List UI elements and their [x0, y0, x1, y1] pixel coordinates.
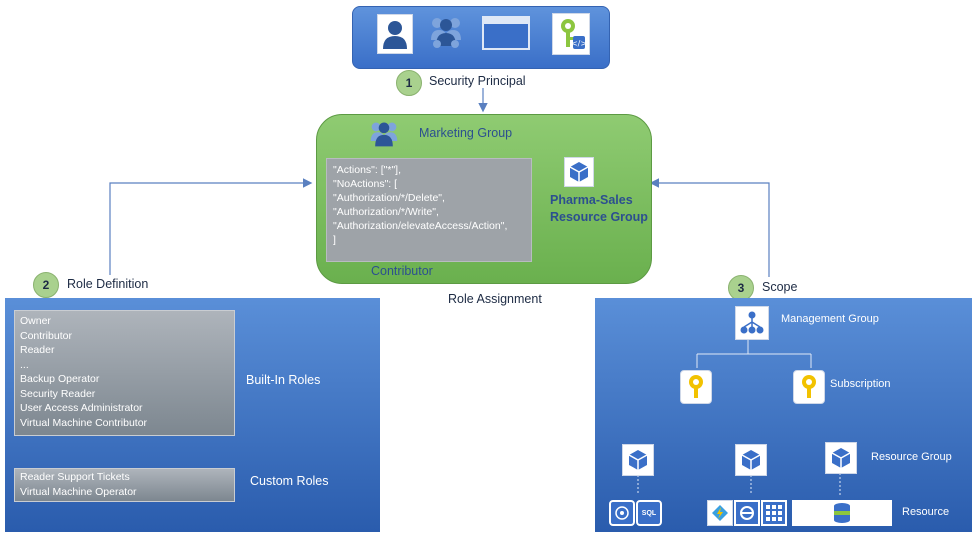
resource-label: Resource — [902, 506, 950, 518]
role-definition-label: Role Definition — [67, 277, 149, 291]
resource-group-icon-1 — [622, 444, 654, 476]
role-item: Reader Support Tickets — [20, 471, 130, 483]
storage-grid-icon — [761, 500, 787, 526]
resource-group-icon-2 — [735, 444, 767, 476]
built-in-roles-box — [14, 310, 235, 436]
managed-identity-icon: </> — [552, 13, 590, 55]
json-line: "NoActions": [ — [333, 178, 398, 190]
marketing-group-label: Marketing Group — [419, 126, 513, 140]
step-3-badge: 3 — [728, 275, 754, 301]
management-group-icon — [735, 306, 769, 340]
role-item: Backup Operator — [20, 373, 100, 385]
scope-hierarchy-lines — [637, 338, 841, 495]
role-assignment-caption: Role Assignment — [448, 292, 542, 306]
custom-roles-box — [14, 468, 235, 502]
resource-group-icon — [564, 157, 594, 187]
role-item: Contributor — [20, 329, 72, 342]
role-definition-arrow — [109, 178, 313, 275]
role-item: Owner — [20, 315, 51, 327]
json-line: ] — [333, 234, 336, 246]
svg-text:</>: </> — [571, 39, 586, 48]
scope-arrow — [649, 178, 770, 277]
marketing-group-icon — [368, 119, 400, 149]
resource-group-label-line1: Pharma-Sales — [550, 193, 633, 207]
role-definition-json-box — [326, 158, 532, 262]
json-line: "Authorization/elevateAccess/Action", — [333, 220, 508, 232]
subscription-label: Subscription — [830, 378, 891, 390]
security-principal-label: Security Principal — [429, 74, 526, 88]
app-window-icon — [482, 16, 530, 50]
sql-database-icon: SQL — [636, 500, 662, 526]
built-in-roles-title: Built-In Roles — [246, 373, 321, 387]
custom-roles-title: Custom Roles — [250, 474, 329, 488]
role-item: Reader — [20, 344, 55, 356]
subscription-key-icon-1 — [680, 370, 712, 404]
role-item: Security Reader — [20, 387, 96, 400]
json-line: "Authorization/*/Write", — [333, 206, 439, 218]
database-resource-box — [792, 500, 892, 526]
role-definition-json: "Actions": ["*"], "NoActions": [ "Author… — [333, 163, 507, 247]
role-item: Virtual Machine Operator — [20, 485, 137, 498]
network-resource-icon — [609, 500, 635, 526]
resource-group-icon-3 — [825, 442, 857, 474]
scope-label: Scope — [762, 280, 798, 294]
subscription-key-icon-2 — [793, 370, 825, 404]
resource-group-scope-label: Resource Group — [871, 451, 952, 463]
role-item: Virtual Machine Contributor — [20, 416, 148, 429]
database-icon — [834, 503, 850, 523]
scope-panel — [595, 298, 972, 532]
step-2-badge: 2 — [33, 272, 59, 298]
custom-roles-list: Reader Support Tickets Virtual Machine O… — [20, 470, 137, 499]
built-in-roles-list: Owner Contributor Reader ... Backup Oper… — [20, 314, 147, 430]
role-item: User Access Administrator — [20, 402, 143, 414]
web-app-icon — [734, 500, 760, 526]
contributor-label: Contributor — [371, 264, 433, 278]
function-app-icon — [707, 500, 733, 526]
role-item: ... — [20, 358, 29, 371]
json-line: "Actions": ["*"], — [333, 164, 402, 176]
management-group-label: Management Group — [781, 313, 879, 325]
step-1-badge: 1 — [396, 70, 422, 96]
user-icon — [377, 14, 413, 54]
resource-group-label-line2: Resource Group — [550, 210, 648, 224]
group-icon — [428, 14, 464, 50]
sql-label: SQL — [641, 509, 657, 517]
json-line: "Authorization/*/Delete", — [333, 192, 445, 204]
